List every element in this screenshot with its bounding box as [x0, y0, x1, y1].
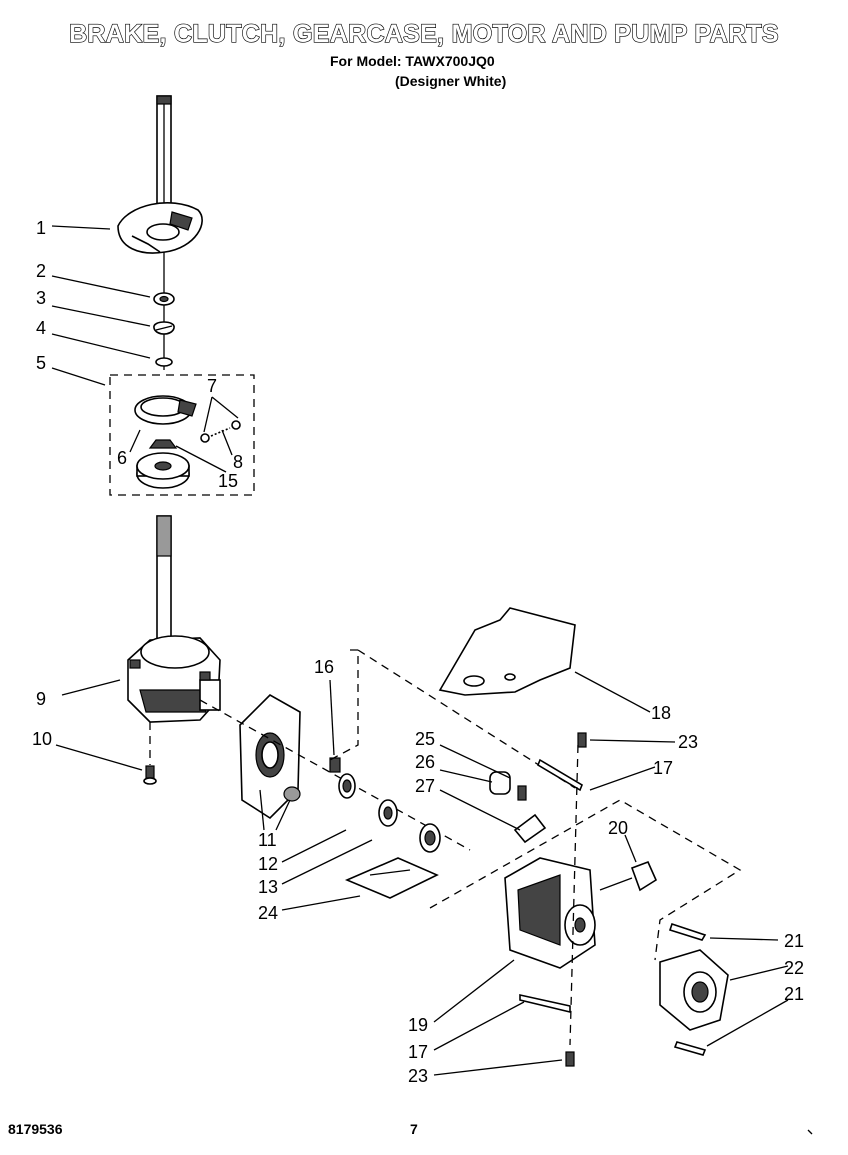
callout-21b: 21 [784, 984, 804, 1004]
part-26-screw [517, 785, 527, 801]
callout-7: 7 [207, 376, 217, 396]
part-6-clutch-hub [136, 452, 190, 489]
callout-6: 6 [117, 448, 127, 468]
part-18-motor-shield [438, 607, 576, 696]
model-color: (Designer White) [395, 73, 507, 89]
page-number: 7 [410, 1121, 418, 1137]
motor-assembly-outline [429, 799, 742, 961]
callout-24: 24 [258, 903, 278, 923]
part-27-clamp [513, 813, 547, 844]
part-16-bolt [329, 757, 341, 773]
callout-8: 8 [233, 452, 243, 472]
callout-2: 2 [36, 261, 46, 281]
pump-pulley [419, 823, 441, 853]
part-9-gearcase [127, 635, 221, 723]
model-number: For Model: TAWX700JQ0 [330, 53, 495, 69]
callout-5: 5 [36, 353, 46, 373]
part-24-shield [344, 857, 439, 899]
pulley-gasket-plate [239, 694, 301, 820]
part-22-pump [659, 949, 729, 1031]
part-7-8-spring-assembly [200, 420, 241, 443]
part-4-ring [155, 357, 173, 367]
part-5-clutch-assembly-box [109, 374, 255, 496]
part-21-upper-clip [668, 922, 707, 941]
part-23-top-screw [577, 732, 587, 748]
part-25-capacitor [489, 771, 511, 795]
callout-26: 26 [415, 752, 435, 772]
callout-11: 11 [258, 830, 277, 850]
part-23-lower-screw [565, 1051, 575, 1067]
part-5-clutch-band [134, 395, 197, 425]
callout-13: 13 [258, 877, 278, 897]
part-1-brake-cam [117, 202, 203, 254]
leader-lines [51, 225, 789, 1076]
callout-18: 18 [651, 703, 671, 723]
part-17-lower-rod [519, 994, 571, 1014]
callout-27: 27 [415, 776, 435, 796]
part-17-top-rod [537, 758, 583, 792]
callout-20: 20 [608, 818, 628, 838]
corner-mark [807, 1129, 813, 1135]
callout-17b: 17 [408, 1042, 428, 1062]
part-2-washer [153, 292, 175, 306]
callout-23a: 23 [678, 732, 698, 752]
callout-19: 19 [408, 1015, 428, 1035]
part-13-pulley [378, 799, 398, 827]
part-10-screw [143, 765, 157, 785]
callout-25: 25 [415, 729, 435, 749]
page-title: BRAKE, CLUTCH, GEARCASE, MOTOR AND PUMP … [68, 19, 779, 48]
callout-23b: 23 [408, 1066, 428, 1086]
callout-17a: 17 [653, 758, 673, 778]
spline-shaft [156, 515, 172, 647]
callout-3: 3 [36, 288, 46, 308]
top-shaft [156, 95, 172, 237]
part-15-clutch-gear [148, 439, 178, 449]
part-11-nut [283, 786, 301, 802]
document-number: 8179536 [8, 1121, 63, 1137]
callout-21a: 21 [784, 931, 804, 951]
callout-10: 10 [32, 729, 52, 749]
part-20-switch [599, 860, 658, 892]
callout-1: 1 [36, 218, 46, 238]
callout-4: 4 [36, 318, 46, 338]
callout-22: 22 [784, 958, 804, 978]
part-12-pulley [338, 773, 356, 799]
callout-15: 15 [218, 471, 238, 491]
part-3-spring [153, 321, 175, 335]
callout-16: 16 [314, 657, 334, 677]
part-19-motor [504, 857, 596, 969]
callout-12: 12 [258, 854, 278, 874]
part-21-lower-clip [673, 1041, 707, 1056]
callout-9: 9 [36, 689, 46, 709]
belt-route-line [329, 649, 359, 761]
